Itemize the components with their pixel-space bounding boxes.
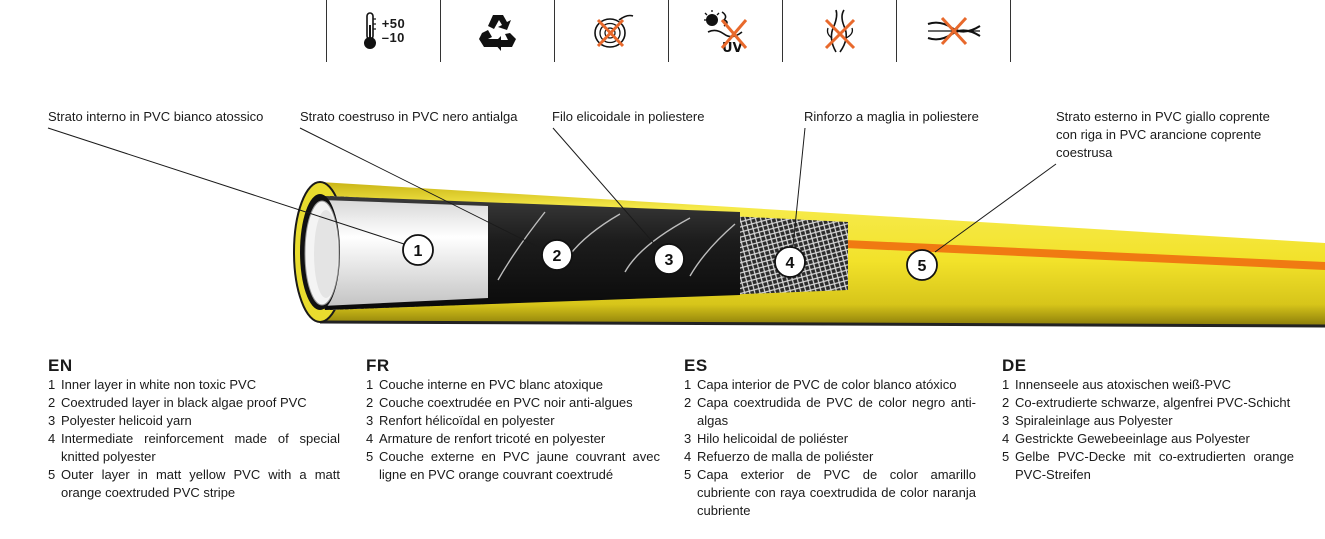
uv-resistant-icon: UV bbox=[703, 10, 747, 54]
marker-4-label: 4 bbox=[786, 255, 795, 272]
marker-3: 3 bbox=[653, 243, 685, 275]
no-algae-icon bbox=[824, 9, 855, 53]
hose-cross-section-diagram: 1 2 3 4 5 bbox=[47, 127, 1325, 328]
no-kinking-cell bbox=[554, 0, 668, 62]
callout-helicoid-yarn: Filo elicoidale in poliestere bbox=[552, 109, 705, 124]
temperature-range-values: +50 –10 bbox=[382, 17, 406, 45]
callout-mesh-reinforcement: Rinforzo a maglia in poliestere bbox=[804, 109, 979, 124]
temperature-min-value: –10 bbox=[381, 30, 405, 45]
marker-1-label: 1 bbox=[414, 243, 423, 260]
lang-title-fr: FR bbox=[366, 356, 390, 375]
callout-black-layer: Strato coestruso in PVC nero antialga bbox=[300, 109, 518, 124]
marker-2: 2 bbox=[541, 239, 573, 271]
no-twisting-cell bbox=[896, 0, 1011, 62]
thermometer-icon bbox=[363, 12, 376, 49]
recycle-cell bbox=[440, 0, 554, 62]
uv-resistant-cell: UV bbox=[668, 0, 782, 62]
orange-stripe bbox=[845, 240, 1325, 270]
inner-white-layer bbox=[312, 200, 488, 306]
leader-lines bbox=[47, 127, 1057, 253]
lang-title-es: ES bbox=[684, 356, 708, 375]
marker-4: 4 bbox=[774, 246, 806, 278]
marker-2-label: 2 bbox=[553, 248, 562, 265]
callout-outer-layer: Strato esterno in PVC giallo coprente co… bbox=[1056, 109, 1270, 160]
no-kinking-icon bbox=[593, 14, 633, 48]
no-algae-cell bbox=[782, 0, 896, 62]
marker-3-label: 3 bbox=[665, 252, 674, 269]
marker-1: 1 bbox=[402, 234, 434, 266]
feature-icon-bar: +50 –10 bbox=[326, 0, 1011, 62]
helicoid-yarn bbox=[497, 211, 736, 281]
recycle-icon bbox=[478, 15, 516, 51]
lang-title-en: EN bbox=[48, 356, 73, 375]
lang-title-de: DE bbox=[1002, 356, 1027, 375]
temperature-range-cell: +50 –10 bbox=[326, 0, 440, 62]
no-twisting-icon bbox=[927, 16, 981, 46]
callout-inner-layer: Strato interno in PVC bianco atossico bbox=[48, 109, 264, 124]
marker-5: 5 bbox=[906, 249, 938, 281]
temperature-max-value: +50 bbox=[381, 16, 406, 31]
marker-5-label: 5 bbox=[918, 258, 927, 275]
